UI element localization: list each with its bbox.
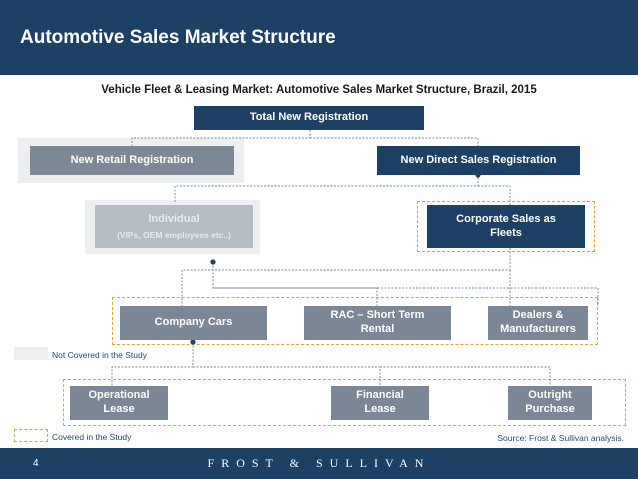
node-dealers-manufacturers: Dealers & Manufacturers [488,306,588,340]
page-number: 4 [33,458,39,469]
node-new-direct-sales-registration: New Direct Sales Registration [377,146,580,175]
node-new-retail-registration: New Retail Registration [30,146,234,175]
legend-not-covered-label: Not Covered in the Study [52,350,147,360]
footer-bar: 4 FROST & SULLIVAN [0,448,638,479]
node-direct-label: New Direct Sales Registration [400,153,557,166]
source-note: Source: Frost & Sullivan analysis. [497,433,624,443]
node-retail-label: New Retail Registration [70,153,194,166]
junction-dot-corporate-branch [210,259,216,265]
connector-company-cars-to-outright [380,366,551,386]
node-individual: Individual (VIPs, OEM employees etc..) [95,205,253,248]
connector-direct-to-corporate [478,185,511,205]
legend-covered-label: Covered in the Study [52,432,132,442]
junction-dot-company-cars [190,339,196,345]
node-total-new-registration: Total New Registration [194,106,424,130]
connector-to-rac [212,262,378,306]
node-individual-note: (VIPs, OEM employees etc..) [117,229,231,240]
covered-frame-fleet-segments [112,297,598,345]
node-operational-label: Operational Lease [88,389,150,415]
node-outright-label: Outright Purchase [525,389,575,415]
node-company-cars: Company Cars [120,306,267,340]
connector-to-dealers-outer [213,287,599,306]
title-bar: Automotive Sales Market Structure [0,0,638,75]
covered-frame-acquisition-types [63,379,626,426]
connector-company-cars-to-financial [193,366,381,386]
node-dealers-label: Dealers & Manufacturers [500,309,576,335]
legend-swatch-not-covered [14,347,48,360]
page-title: Automotive Sales Market Structure [20,27,336,48]
connector-company-cars-to-operational [111,342,194,386]
node-company-cars-label: Company Cars [154,316,233,329]
connector-direct-to-individual [174,174,479,202]
legend-swatch-covered [14,429,48,442]
node-rac-short-term-rental: RAC – Short Term Rental [304,306,451,340]
node-outright-purchase: Outright Purchase [508,386,592,420]
node-corporate-sales: Corporate Sales as Fleets [427,205,585,248]
diagram-subtitle: Vehicle Fleet & Leasing Market: Automoti… [101,84,537,96]
node-financial-label: Financial Lease [356,389,404,415]
node-individual-label: Individual [148,212,200,225]
connector-total-to-retail [131,130,311,146]
connector-corporate-to-company-cars [181,248,511,306]
node-total-label: Total New Registration [249,111,369,124]
covered-frame-corporate [417,201,595,252]
node-financial-lease: Financial Lease [331,386,429,420]
brand-logo: FROST & SULLIVAN [207,456,431,470]
node-rac-label: RAC – Short Term Rental [330,309,425,335]
node-operational-lease: Operational Lease [70,386,168,420]
connector-total-to-direct [310,137,479,146]
node-corporate-label: Corporate Sales as Fleets [456,212,556,239]
